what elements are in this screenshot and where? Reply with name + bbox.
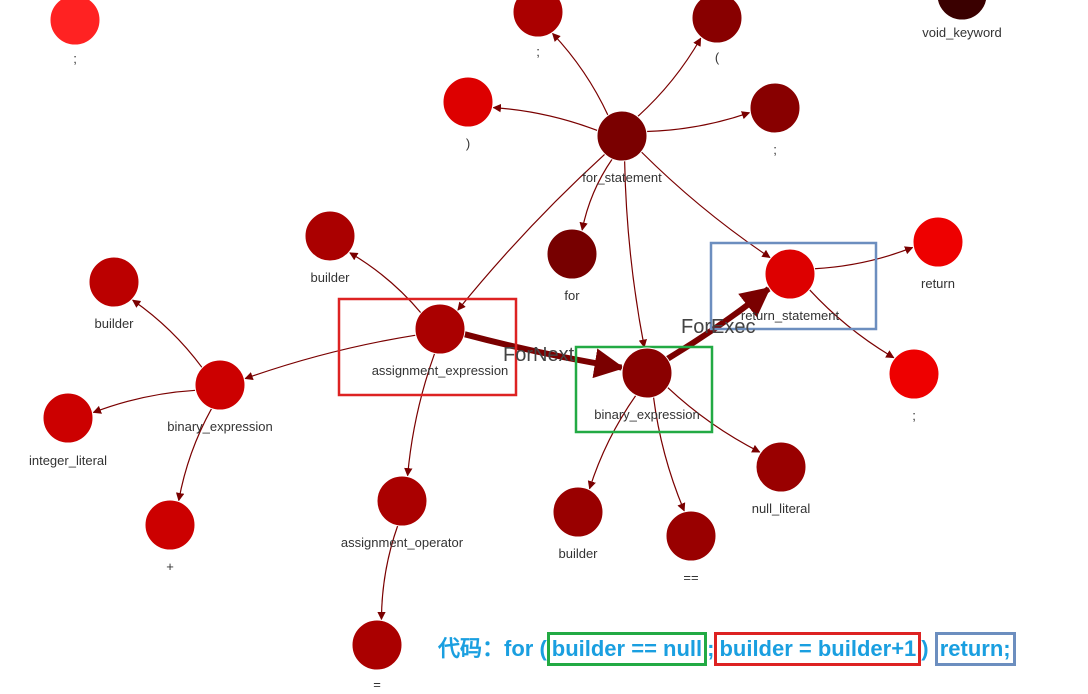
node-semicolon_top[interactable]	[512, 0, 564, 38]
node-semicolon_top_left[interactable]	[49, 0, 101, 46]
edge-assignment_expression-to-builder_1	[349, 252, 422, 314]
node-label-return_statement: return_statement	[741, 308, 840, 323]
highlight-box-binary	[574, 345, 714, 434]
edge-for_statement-to-for_keyword	[579, 158, 613, 231]
node-return_statement[interactable]	[764, 248, 816, 300]
edge-for_statement-to-semicolon_right	[646, 111, 751, 133]
edge-return_statement-to-return_keyword	[814, 246, 914, 270]
code-close: )	[921, 636, 929, 661]
node-label-open_paren: (	[715, 50, 720, 65]
edge-assignment_expression-to-assignment_operator	[404, 353, 436, 477]
node-label-builder_1: builder	[310, 270, 350, 285]
edge-for_statement-to-return_statement	[640, 151, 771, 258]
node-for_keyword[interactable]	[546, 228, 598, 280]
node-label-binary_expression_right: binary_expression	[594, 407, 700, 422]
node-integer_literal[interactable]	[42, 392, 94, 444]
node-label-binary_expression_left: binary_expression	[167, 419, 273, 434]
edge-return_statement-to-semicolon_return	[809, 289, 895, 359]
node-label-for_keyword: for	[564, 288, 580, 303]
node-label-close_paren: )	[466, 136, 470, 151]
node-plus[interactable]	[144, 499, 196, 551]
edge-binary_expression_right-to-equals_equals	[652, 397, 686, 512]
node-label-null_literal: null_literal	[752, 501, 811, 516]
edges-layer	[92, 32, 914, 621]
node-assignment_operator[interactable]	[376, 475, 428, 527]
node-return_keyword[interactable]	[912, 216, 964, 268]
node-label-semicolon_return: ;	[912, 408, 916, 423]
node-label-semicolon_top_left: ;	[73, 51, 77, 66]
node-label-semicolon_top: ;	[536, 44, 540, 59]
edge-binary_expression_left-to-plus	[175, 408, 213, 502]
node-builder_3[interactable]	[552, 486, 604, 538]
node-label-equals_equals: ==	[683, 570, 698, 585]
node-builder_2[interactable]	[88, 256, 140, 308]
edge-assignment_operator-to-equals	[377, 525, 399, 621]
edge-for_statement-to-binary_expression_right	[624, 160, 647, 348]
edge-assignment_expression-to-binary_expression_left	[244, 334, 416, 381]
node-label-return_keyword: return	[921, 276, 955, 291]
node-semicolon_return[interactable]	[888, 348, 940, 400]
edge-binary_expression_right-to-return_statement	[666, 286, 771, 362]
node-assignment_expression[interactable]	[414, 303, 466, 355]
edge-label-for-exec: ForExec	[681, 316, 755, 338]
code-body: return;	[934, 632, 1016, 666]
node-null_literal[interactable]	[755, 441, 807, 493]
node-void_keyword[interactable]	[937, 0, 987, 21]
code-update: builder = builder+1	[714, 632, 922, 666]
edge-label-for-next: ForNext	[503, 344, 575, 366]
nodes-layer	[42, 0, 987, 671]
node-equals[interactable]	[351, 619, 403, 671]
node-builder_1[interactable]	[304, 210, 356, 262]
code-condition: builder == null	[546, 632, 708, 666]
node-label-integer_literal: integer_literal	[29, 453, 107, 468]
edge-for_statement-to-semicolon_top	[552, 32, 609, 116]
edge-for_statement-to-open_paren	[637, 37, 702, 117]
edge-binary_expression_right-to-builder_3	[587, 395, 637, 490]
code-separator: ;	[707, 636, 715, 661]
edge-for_statement-to-assignment_expression	[457, 153, 606, 311]
node-label-plus: +	[166, 559, 174, 574]
edge-assignment_expression-to-binary_expression_right	[463, 331, 625, 379]
node-for_statement[interactable]	[596, 110, 648, 162]
node-close_paren[interactable]	[442, 76, 494, 128]
highlight-box-assignment	[337, 297, 518, 397]
node-label-builder_3: builder	[558, 546, 598, 561]
node-semicolon_right[interactable]	[749, 82, 801, 134]
node-label-assignment_operator: assignment_operator	[341, 535, 464, 550]
node-binary_expression_right[interactable]	[621, 347, 673, 399]
node-label-for_statement: for_statement	[582, 170, 662, 185]
edge-for_statement-to-close_paren	[492, 103, 598, 132]
node-binary_expression_left[interactable]	[194, 359, 246, 411]
node-label-builder_2: builder	[94, 316, 134, 331]
node-equals_equals[interactable]	[665, 510, 717, 562]
node-label-void_keyword: void_keyword	[922, 25, 1002, 40]
highlight-box-return	[709, 241, 878, 331]
code-caption: 代码：for (builder == null;builder = builde…	[438, 632, 1016, 666]
highlight-boxes-layer	[337, 241, 878, 434]
edge-binary_expression_left-to-integer_literal	[92, 389, 196, 414]
node-label-semicolon_right: ;	[773, 142, 777, 157]
node-open_paren[interactable]	[691, 0, 743, 44]
node-label-equals: =	[373, 677, 381, 692]
code-prefix: 代码：for (	[438, 636, 547, 661]
node-label-assignment_expression: assignment_expression	[372, 363, 509, 378]
edge-binary_expression_left-to-builder_2	[131, 299, 203, 368]
